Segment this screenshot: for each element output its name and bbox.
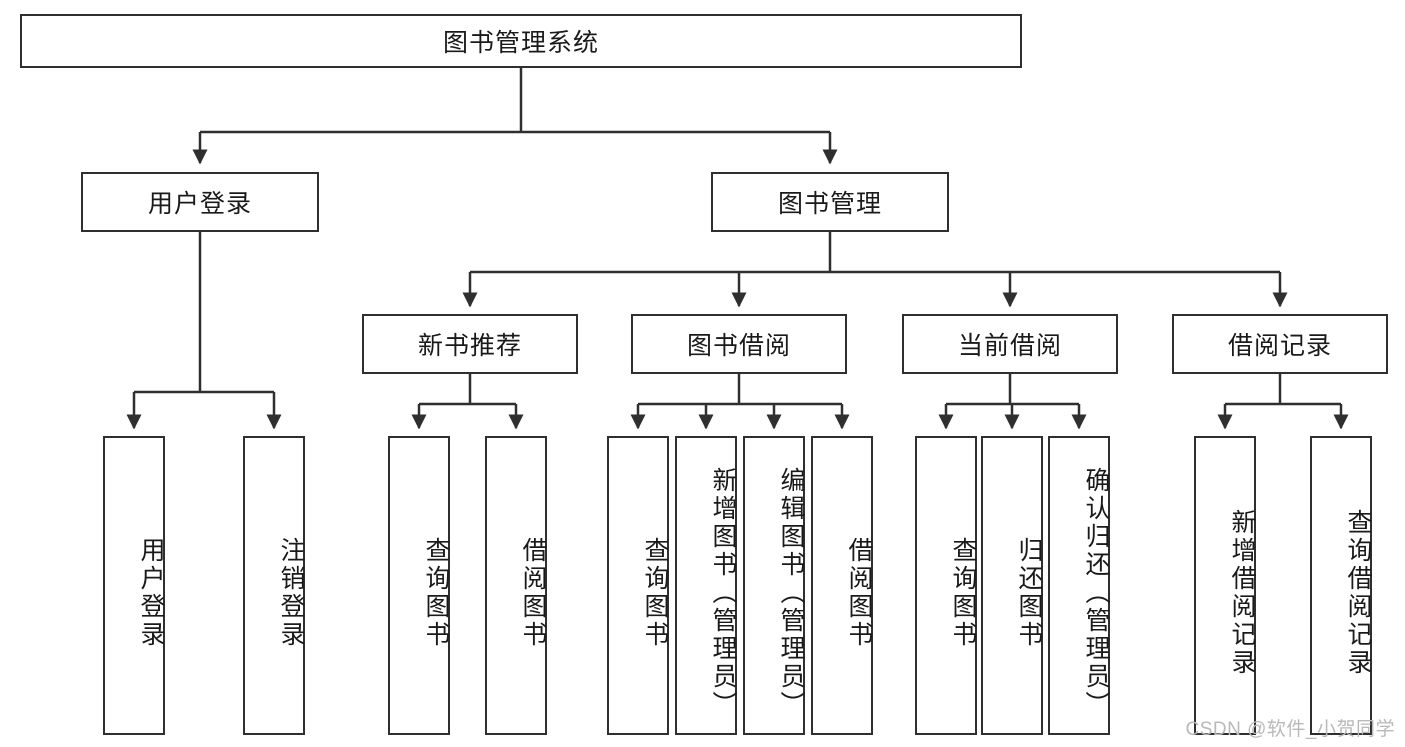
node-label: 图书管理 bbox=[777, 190, 882, 218]
node-root-book-management-system[interactable]: 图书管理系统 bbox=[20, 14, 1022, 68]
node-label: 图书管理系统 bbox=[442, 29, 599, 57]
node-label: 确认归还（管理员） bbox=[1082, 466, 1110, 719]
watermark-text: CSDN @软件_小贺同学 bbox=[1185, 719, 1395, 740]
leaf-user-login-login[interactable]: 用户登录 bbox=[103, 436, 165, 735]
node-book-borrow[interactable]: 图书借阅 bbox=[631, 314, 847, 374]
node-label: 查询图书 bbox=[422, 536, 450, 649]
node-current-borrow[interactable]: 当前借阅 bbox=[902, 314, 1118, 374]
node-label: 用户登录 bbox=[137, 536, 165, 649]
node-label: 注销登录 bbox=[277, 536, 305, 649]
node-label: 当前借阅 bbox=[957, 332, 1062, 360]
leaf-book-borrow-add-book-admin[interactable]: 新增图书（管理员） bbox=[675, 436, 737, 735]
node-label: 编辑图书（管理员） bbox=[777, 466, 805, 719]
leaf-user-login-logout[interactable]: 注销登录 bbox=[243, 436, 305, 735]
leaf-current-borrow-return-book[interactable]: 归还图书 bbox=[981, 436, 1043, 735]
node-label: 归还图书 bbox=[1015, 536, 1043, 649]
node-label: 图书借阅 bbox=[686, 332, 791, 360]
node-book-management[interactable]: 图书管理 bbox=[711, 172, 949, 232]
node-label: 新增借阅记录 bbox=[1228, 508, 1256, 677]
node-label: 借阅图书 bbox=[845, 536, 873, 649]
leaf-current-borrow-confirm-return-admin[interactable]: 确认归还（管理员） bbox=[1048, 436, 1110, 735]
node-label: 用户登录 bbox=[147, 190, 252, 218]
node-label: 查询图书 bbox=[641, 536, 669, 649]
leaf-new-book-borrow-book[interactable]: 借阅图书 bbox=[485, 436, 547, 735]
leaf-borrow-record-query-record[interactable]: 查询借阅记录 bbox=[1310, 436, 1372, 735]
node-label: 新书推荐 bbox=[417, 332, 522, 360]
leaf-new-book-query-book[interactable]: 查询图书 bbox=[388, 436, 450, 735]
node-user-login[interactable]: 用户登录 bbox=[81, 172, 319, 232]
leaf-borrow-record-add-record[interactable]: 新增借阅记录 bbox=[1194, 436, 1256, 735]
node-label: 查询借阅记录 bbox=[1344, 508, 1372, 677]
node-label: 新增图书（管理员） bbox=[709, 466, 737, 719]
node-label: 借阅记录 bbox=[1227, 332, 1332, 360]
node-borrow-record[interactable]: 借阅记录 bbox=[1172, 314, 1388, 374]
node-label: 借阅图书 bbox=[519, 536, 547, 649]
leaf-current-borrow-query-book[interactable]: 查询图书 bbox=[915, 436, 977, 735]
leaf-book-borrow-query-book[interactable]: 查询图书 bbox=[607, 436, 669, 735]
leaf-book-borrow-borrow-book[interactable]: 借阅图书 bbox=[811, 436, 873, 735]
leaf-book-borrow-edit-book-admin[interactable]: 编辑图书（管理员） bbox=[743, 436, 805, 735]
node-new-book-recommend[interactable]: 新书推荐 bbox=[362, 314, 578, 374]
node-label: 查询图书 bbox=[949, 536, 977, 649]
